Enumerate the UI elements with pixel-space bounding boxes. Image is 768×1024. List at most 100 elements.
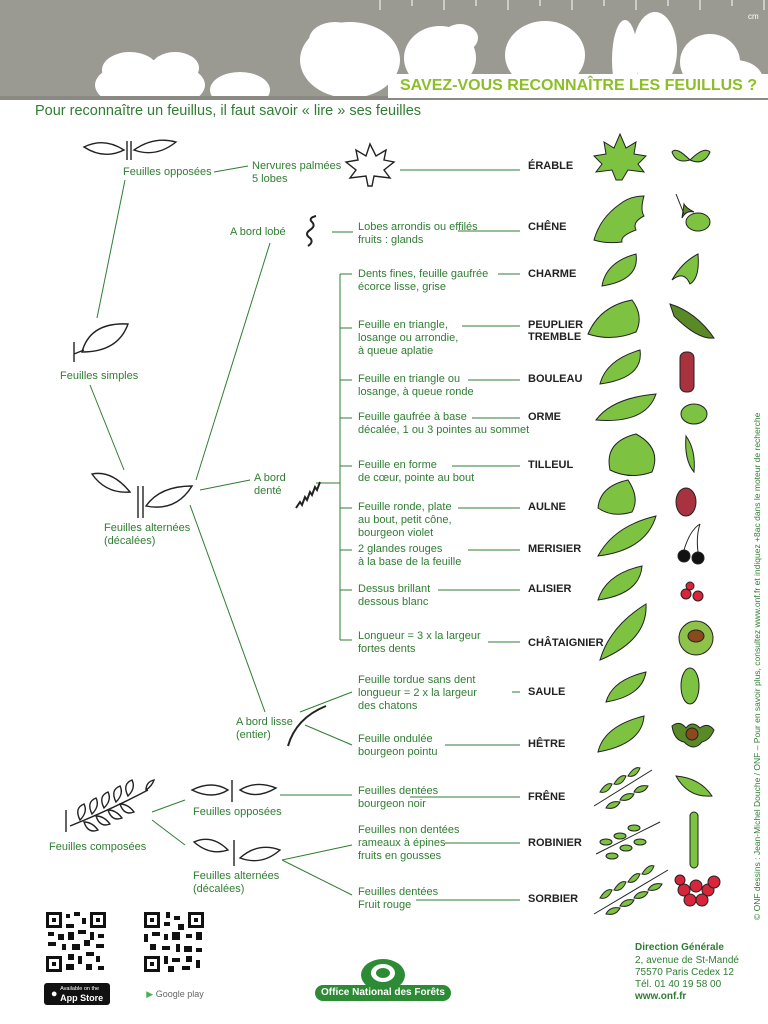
label-bord-dente-2: denté: [254, 485, 282, 497]
label-bord-lisse-2: (entier): [236, 729, 271, 741]
side-credit-text: © ONF dessins : Jean-Michel Douche / ONF…: [752, 412, 762, 920]
species-bouleau: BOULEAU: [528, 373, 583, 385]
label-bord-lisse-1: A bord lisse: [236, 716, 293, 728]
robinier-leaf-icon: [595, 821, 661, 860]
label-feuilles-composees: Feuilles composées: [49, 841, 147, 853]
label-feuilles-alternees-1: Feuilles alternées: [104, 522, 191, 534]
desc-erable-1: Nervures palmées: [252, 160, 342, 172]
saule-leaf-icon: [605, 671, 647, 703]
app-store-label: App Store: [60, 993, 104, 1003]
label-bord-dente-1: A bord: [254, 472, 286, 484]
desc-chene-2: fruits : glands: [358, 234, 424, 246]
desc-robinier-2: rameaux à épines: [358, 837, 446, 849]
compound-alternate-leaves-icon: [192, 838, 282, 866]
desc-chataignier-2: fortes dents: [358, 643, 416, 655]
google-play-icon: ▶: [146, 989, 154, 999]
address-street: 2, avenue de St-Mandé: [635, 955, 739, 966]
desc-hetre-2: bourgeon pointu: [358, 746, 438, 758]
label-composees-opposees: Feuilles opposées: [193, 806, 282, 818]
desc-robinier-1: Feuilles non dentées: [358, 824, 460, 836]
desc-frene-1: Feuilles dentées: [358, 785, 439, 797]
robinier-pod-icon: [689, 811, 699, 869]
app-store-badge[interactable]: ● Available on the App Store: [44, 983, 110, 1005]
desc-orme-2: décalée, 1 ou 3 pointes au sommet: [358, 424, 530, 436]
address-phone: Tél. 01 40 19 58 00: [635, 979, 722, 990]
merisier-fruit-icon: [677, 523, 705, 565]
erable-fruit-icon: [671, 149, 711, 163]
label-feuilles-opposees: Feuilles opposées: [123, 166, 212, 178]
page-title: SAVEZ-VOUS RECONNAÎTRE LES FEUILLUS ?: [400, 77, 758, 94]
merisier-leaf-icon: [597, 515, 657, 557]
desc-charme-1: Dents fines, feuille gaufrée: [358, 268, 489, 280]
alisier-fruit-icon: [680, 581, 704, 602]
species-tremble: TREMBLE: [528, 331, 582, 343]
desc-peuplier-1: Feuille en triangle,: [358, 319, 448, 331]
desc-orme-1: Feuille gaufrée à base: [358, 411, 467, 423]
app-store-small-label: Available on the: [60, 986, 100, 992]
opposite-leaves-icon: [82, 139, 178, 160]
peuplier-leaf-icon: [587, 299, 640, 338]
desc-frene-2: bourgeon noir: [358, 798, 426, 810]
header-divider: [0, 96, 768, 100]
label-feuilles-simples: Feuilles simples: [60, 370, 139, 382]
desc-chene-1: Lobes arrondis ou effilés: [358, 221, 478, 233]
chataignier-fruit-icon: [678, 620, 714, 656]
species-tilleul: TILLEUL: [528, 459, 574, 471]
google-play-badge[interactable]: ▶ Google play: [140, 983, 210, 1005]
label-feuilles-alternees-2: (décalées): [104, 535, 156, 547]
species-alisier: ALISIER: [528, 583, 572, 595]
desc-alisier-1: Dessus brillant: [358, 583, 431, 595]
address-title: Direction Générale: [635, 942, 724, 953]
charme-fruit-icon: [671, 253, 699, 285]
address-city: 75570 Paris Cedex 12: [635, 967, 734, 978]
orme-leaf-icon: [595, 393, 657, 421]
peuplier-catkin-icon: [669, 303, 715, 339]
simple-leaf-icon: [73, 323, 129, 362]
lobed-edge-icon: [306, 215, 317, 247]
desc-saule-1: Feuille tordue sans dent: [358, 674, 476, 686]
desc-merisier-2: à la base de la feuille: [358, 556, 462, 568]
tilleul-leaf-icon: [608, 433, 656, 476]
desc-peuplier-3: à queue aplatie: [358, 345, 434, 357]
species-orme: ORME: [528, 411, 561, 423]
desc-aulne-2: au bout, petit cône,: [358, 514, 452, 526]
smooth-edge-icon: [287, 705, 327, 747]
chene-fruit-icon: [675, 193, 711, 232]
desc-tilleul-2: de cœur, pointe au bout: [358, 472, 475, 484]
erable-leaf-icon: [592, 132, 648, 181]
page-subtitle: Pour reconnaître un feuillus, il faut sa…: [35, 103, 422, 119]
hetre-leaf-icon: [597, 715, 645, 753]
desc-chataignier-1: Longueur = 3 x la largeur: [358, 630, 481, 642]
address-website-link[interactable]: www.onf.fr: [635, 991, 687, 1002]
desc-tilleul-1: Feuille en forme: [358, 459, 437, 471]
toothed-edge-icon: [295, 481, 321, 509]
desc-peuplier-2: losange ou arrondie,: [358, 332, 459, 344]
hetre-fruit-icon: [671, 722, 715, 748]
species-robinier: ROBINIER: [528, 837, 582, 849]
species-chene: CHÊNE: [528, 221, 567, 233]
species-aulne: AULNE: [528, 501, 566, 513]
side-credit: © ONF dessins : Jean-Michel Douche / ONF…: [752, 413, 764, 920]
frene-fruit-icon: [675, 775, 713, 797]
desc-saule-3: des chatons: [358, 700, 418, 712]
ruler-unit: cm: [748, 12, 759, 21]
species-frene: FRÊNE: [528, 791, 566, 803]
maple-leaf-outline-icon: [344, 142, 396, 187]
onf-logo-tree-icon: [361, 959, 405, 991]
species-charme: CHARME: [528, 268, 577, 280]
qr-code-googleplay[interactable]: [142, 910, 206, 974]
compound-opposite-leaves-icon: [190, 780, 278, 802]
species-chataignier: CHÂTAIGNIER: [528, 637, 604, 649]
desc-aulne-1: Feuille ronde, plate: [358, 501, 452, 513]
aulne-cone-icon: [675, 487, 697, 517]
onf-logo-text: Office National des Forêts: [315, 985, 451, 1001]
desc-saule-2: longueur = 2 x la largeur: [358, 687, 477, 699]
orme-fruit-icon: [680, 403, 708, 425]
desc-aulne-3: bourgeon violet: [358, 527, 434, 539]
qr-code-appstore[interactable]: [44, 910, 108, 974]
desc-bouleau-2: losange, à queue ronde: [358, 386, 474, 398]
apple-icon: ●: [50, 988, 58, 1000]
sorbier-leaf-icon: [593, 865, 669, 915]
desc-robinier-3: fruits en gousses: [358, 850, 442, 862]
google-play-label: Google play: [155, 989, 204, 999]
